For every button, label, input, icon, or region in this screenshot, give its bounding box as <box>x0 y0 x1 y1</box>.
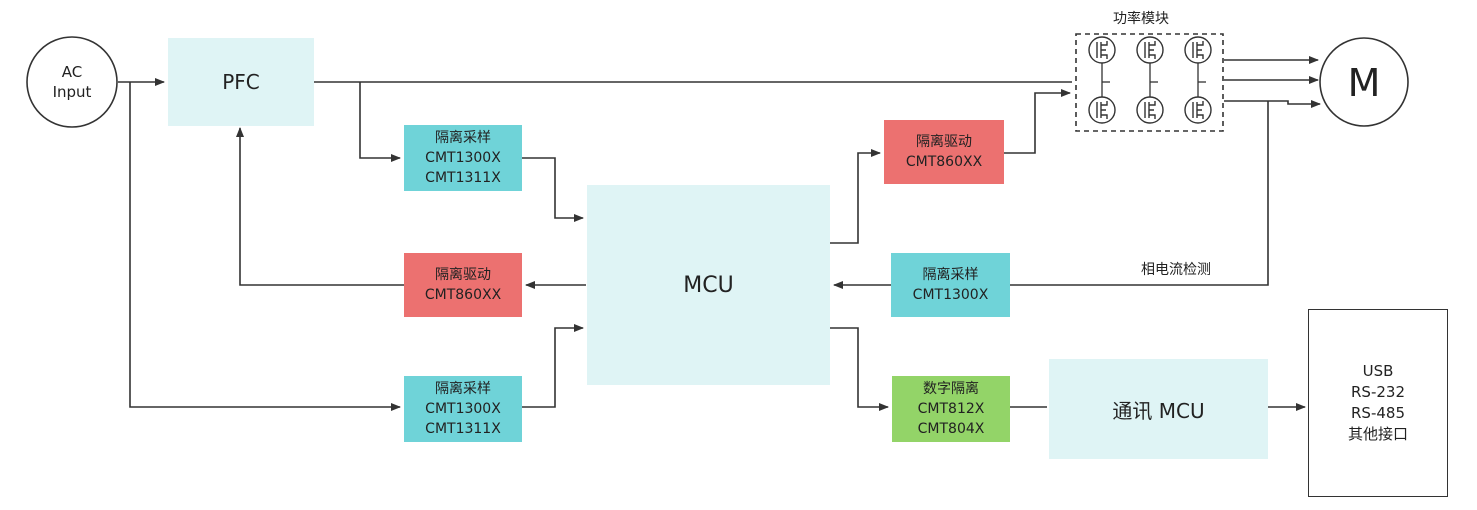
mosfet-icon-q3 <box>1184 36 1212 64</box>
sampling-top-line-1: 隔离采样 <box>435 130 491 146</box>
interface-rs232: RS-232 <box>1351 383 1405 401</box>
motor-label: M <box>1347 61 1381 105</box>
mosfet-icon-q6 <box>1184 96 1212 124</box>
ac-input-line-2: Input <box>52 83 92 101</box>
pfc-label: PFC <box>222 70 260 94</box>
mosfet-icons <box>1088 36 1212 124</box>
wire-top-sample-to-mcu <box>522 157 584 222</box>
isolated-sampling-bottom: 隔离采样 CMT1300X CMT1311X <box>404 376 522 442</box>
wire-bottom-sample-to-mcu <box>522 324 584 408</box>
ac-input: AC Input <box>32 55 112 109</box>
driver-left-line-2: CMT860XX <box>424 287 502 303</box>
motor-circle <box>1319 37 1409 127</box>
comm-mcu-label: 通讯 MCU <box>1112 398 1205 423</box>
mosfet-icon-q4 <box>1088 96 1116 124</box>
sampling-bottom-line-3: CMT1311X <box>425 421 501 437</box>
interfaces-block: USB RS-232 RS-485 其他接口 <box>1308 309 1448 497</box>
wire-pfc-to-top-sample <box>359 82 401 162</box>
wire-mcu-to-right-drive <box>830 149 881 244</box>
mosfet-icon-q2 <box>1136 36 1164 64</box>
pfc-block: PFC <box>168 38 314 126</box>
digital-isolator: 数字隔离 CMT812X CMT804X <box>892 376 1010 442</box>
wire-mcu-to-digital-iso <box>830 327 889 411</box>
driver-right-line-1: 隔离驱动 <box>916 134 972 150</box>
mosfet-icon-q1 <box>1088 36 1116 64</box>
driver-left-line-1: 隔离驱动 <box>435 267 491 283</box>
isolated-sampling-right: 隔离采样 CMT1300X <box>891 253 1010 317</box>
wire-right-drive-to-power-module <box>1004 89 1071 154</box>
sampling-top-line-3: CMT1311X <box>425 170 501 186</box>
interface-rs485: RS-485 <box>1351 404 1405 422</box>
wire-phase-current-sense <box>1010 101 1269 286</box>
wire-ac-to-bottom-sample <box>129 82 401 411</box>
power-module-block <box>1075 33 1224 132</box>
interface-usb: USB <box>1362 362 1394 380</box>
mcu-label: MCU <box>683 272 734 298</box>
wire-phase-c-to-motor <box>1224 100 1321 108</box>
driver-right-line-2: CMT860XX <box>905 154 983 170</box>
wire-left-drive-to-pfc <box>236 127 404 286</box>
phase-current-label: 相电流检测 <box>1141 262 1211 278</box>
isolated-driver-left: 隔离驱动 CMT860XX <box>404 253 522 317</box>
ac-input-line-1: AC <box>61 63 83 81</box>
power-module-label: 功率模块 <box>1113 11 1169 27</box>
digital-iso-line-2: CMT812X <box>917 401 985 417</box>
motor-label-box: M <box>1330 55 1398 111</box>
interface-other: 其他接口 <box>1347 425 1408 443</box>
isolated-driver-right: 隔离驱动 CMT860XX <box>884 120 1004 184</box>
sampling-bottom-line-1: 隔离采样 <box>435 381 491 397</box>
isolated-sampling-top: 隔离采样 CMT1300X CMT1311X <box>404 125 522 191</box>
comm-mcu-block: 通讯 MCU <box>1049 359 1268 459</box>
digital-iso-line-1: 数字隔离 <box>923 381 979 397</box>
digital-iso-line-3: CMT804X <box>917 421 985 437</box>
sampling-bottom-line-2: CMT1300X <box>425 401 501 417</box>
sampling-top-line-2: CMT1300X <box>425 150 501 166</box>
mosfet-icon-q5 <box>1136 96 1164 124</box>
mcu-block: MCU <box>587 185 830 385</box>
sampling-right-line-2: CMT1300X <box>912 287 989 303</box>
sampling-right-line-1: 隔离采样 <box>922 267 979 283</box>
ac-input-circle <box>26 36 118 128</box>
